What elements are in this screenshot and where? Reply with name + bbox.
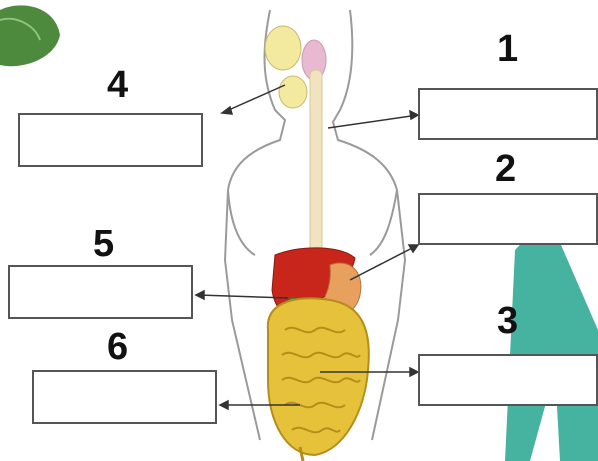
label-number-4: 4	[107, 66, 128, 104]
label-number-3: 3	[497, 302, 518, 340]
pointer-arrow-2	[409, 245, 418, 252]
label-number-6: 6	[107, 328, 128, 366]
pointer-arrow-4	[222, 107, 232, 114]
watermark-shape	[505, 215, 598, 461]
label-number-2: 2	[495, 150, 516, 188]
label-number-5: 5	[93, 225, 114, 263]
pointer-arrow-3	[410, 368, 418, 376]
leaf-logo-icon	[0, 5, 60, 66]
intestines	[268, 298, 369, 461]
answer-box-3[interactable]	[418, 354, 598, 406]
pointer-line-1	[328, 115, 418, 128]
answer-box-1[interactable]	[418, 88, 598, 140]
esophagus	[310, 70, 322, 255]
pointer-arrow-5	[196, 291, 204, 299]
answer-box-4[interactable]	[18, 113, 203, 167]
pointer-arrow-6	[220, 401, 228, 409]
label-number-1: 1	[497, 30, 518, 68]
answer-box-2[interactable]	[418, 193, 598, 245]
answer-box-5[interactable]	[8, 265, 193, 319]
pointer-line-2	[350, 245, 418, 280]
answer-box-6[interactable]	[32, 370, 217, 424]
pointer-arrow-1	[410, 111, 418, 119]
